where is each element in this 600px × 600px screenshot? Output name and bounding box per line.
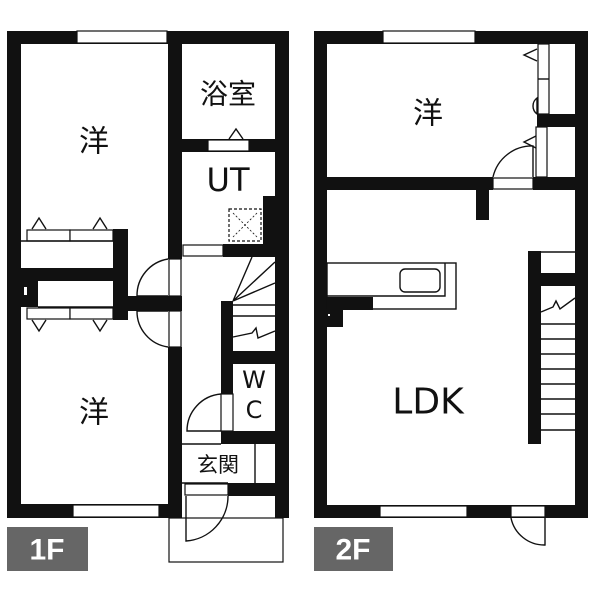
- wall: [321, 309, 343, 327]
- wall: [575, 31, 588, 518]
- wall: [537, 114, 575, 127]
- sliding-door: [182, 244, 224, 257]
- window: [382, 30, 476, 44]
- wall: [314, 31, 327, 518]
- wall: [541, 273, 575, 286]
- closet-arrow-icon: [31, 319, 108, 333]
- wall: [533, 177, 575, 190]
- door-swing: [185, 495, 229, 542]
- room-label-bath: 浴室: [200, 78, 256, 111]
- closet-door: [535, 126, 548, 178]
- room-label-utility: UT: [207, 161, 250, 199]
- wall: [327, 297, 373, 310]
- stairs: [232, 256, 276, 317]
- wall: [221, 351, 275, 364]
- wall: [168, 347, 182, 518]
- closet-arrow-icon: [31, 216, 108, 230]
- stairs-break: [540, 297, 576, 313]
- wall: [476, 190, 489, 220]
- wall: [528, 251, 541, 444]
- wall: [168, 31, 182, 259]
- wall: [228, 483, 275, 496]
- floor-label-badge: [314, 527, 393, 571]
- door-swing: [136, 258, 169, 297]
- window: [379, 505, 468, 518]
- washer-space-icon: [228, 208, 262, 242]
- wall: [275, 31, 289, 518]
- window: [72, 504, 160, 518]
- floor-label-2f: 2F: [335, 534, 370, 567]
- closet-door: [69, 307, 114, 320]
- entrance-door: [184, 483, 229, 496]
- wall: [221, 431, 275, 444]
- room-label-entrance: 玄関: [197, 453, 239, 477]
- sink-icon: [399, 268, 441, 293]
- wall: [21, 268, 128, 281]
- room-label-western: 洋: [413, 97, 443, 132]
- closet-door-swing: [532, 96, 538, 116]
- floor-label-1f: 1F: [29, 534, 64, 567]
- floor-2f: 洋 LDK 2F: [314, 30, 588, 571]
- closet-arrow-icon: [522, 48, 538, 62]
- door: [492, 177, 534, 190]
- balcony-door: [510, 505, 546, 518]
- stairs: [541, 323, 575, 431]
- wall: [128, 296, 182, 311]
- door-swing: [510, 517, 546, 546]
- room-label-western-upper: 洋: [79, 125, 109, 160]
- floor-label-badge: [7, 527, 88, 571]
- porch: [168, 517, 284, 563]
- door-arrow-icon: [228, 127, 244, 140]
- wall: [21, 281, 38, 307]
- closet-door: [26, 307, 71, 320]
- room-label-wc-w: W: [242, 366, 266, 394]
- floor-1f: 洋 浴室 UT W C 玄関 洋 1F: [7, 30, 289, 571]
- door: [207, 139, 250, 152]
- closet-door: [69, 229, 114, 242]
- door: [168, 310, 182, 348]
- wall: [7, 31, 21, 518]
- room-label-ldk: LDK: [392, 382, 465, 423]
- room-label-wc-c: C: [246, 396, 263, 424]
- wall: [223, 244, 275, 257]
- door-swing: [186, 393, 222, 432]
- door-swing: [136, 310, 169, 348]
- closet-arrow-icon: [522, 135, 537, 149]
- door: [220, 393, 234, 432]
- door: [168, 258, 182, 297]
- room-label-western-lower: 洋: [79, 396, 109, 431]
- wall: [327, 177, 493, 190]
- window: [76, 30, 168, 44]
- stairs-break: [232, 326, 276, 339]
- wall: [263, 196, 275, 244]
- closet-door: [26, 229, 71, 242]
